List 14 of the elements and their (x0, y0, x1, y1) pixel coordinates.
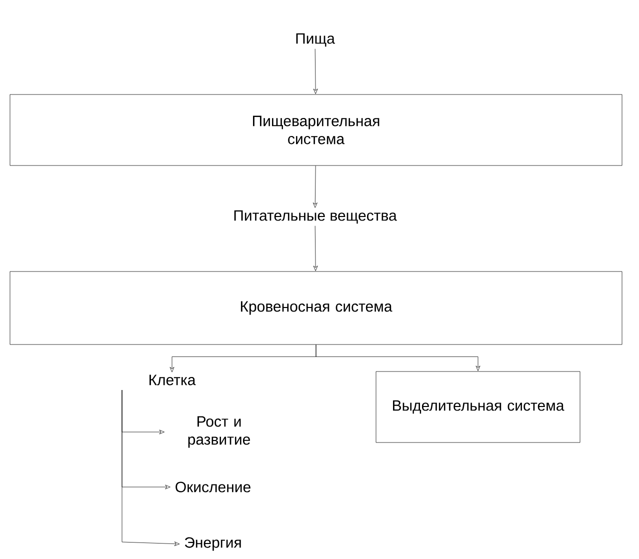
arrow (122, 390, 180, 546)
label-text: Рост и развитие (188, 416, 250, 448)
arrow (313, 48, 318, 94)
arrow (316, 344, 480, 371)
label-text: Энергия (184, 537, 241, 551)
label-text: Окисление (176, 482, 250, 492)
arrow (313, 226, 318, 271)
label-text: Питательные вещества (234, 210, 397, 224)
label-text: Пища (296, 33, 335, 47)
system-box: Выделительная система (376, 371, 580, 443)
system-box: Пищеварительная система (10, 94, 622, 166)
arrow (312, 166, 318, 208)
system-box: Кровеносная система (10, 271, 622, 345)
label-text: Клетка (150, 374, 196, 386)
